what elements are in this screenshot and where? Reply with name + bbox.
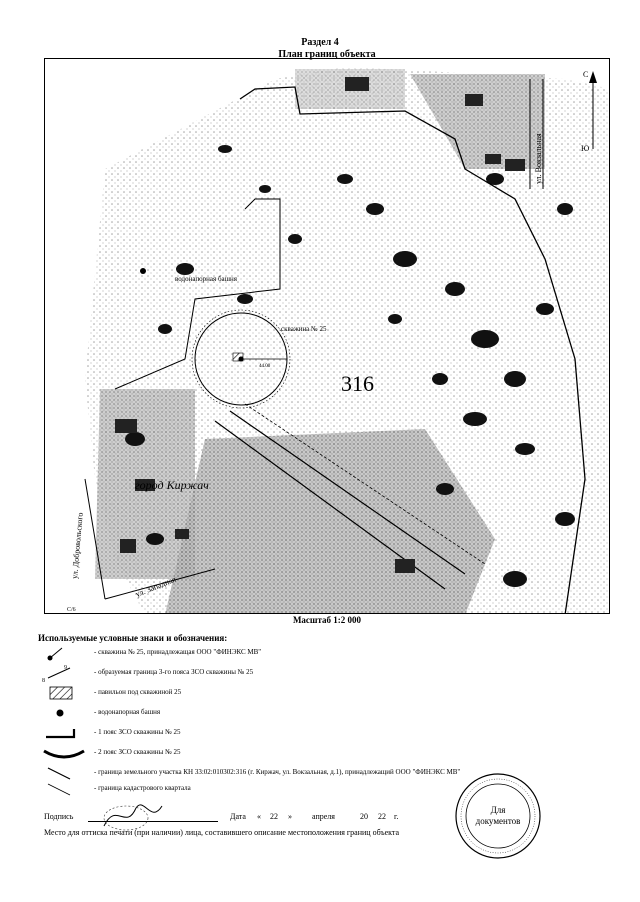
handwritten-signature [103,804,163,831]
north-arrow [589,71,597,149]
stamp-note: Место для оттиска печати (при наличии) л… [44,828,400,837]
radius-label: 44.00 [259,364,271,369]
signature-line [88,821,218,822]
well-icon [47,647,63,661]
svg-text:8: 8 [42,678,45,683]
company-stamp: Для документов [455,773,541,859]
date-day: 22 [270,812,278,821]
pavilion-icon [49,686,73,700]
street-zapadnaya-line [104,568,216,600]
pavilion-symbol [232,352,244,362]
water-tower-label: водонапорная башня [175,275,238,283]
date-month: апреля [312,812,335,821]
street-label-dobrovolskogo: ул. Добровольского [70,512,85,579]
date-year: 22 [378,812,386,821]
svg-text:документов: документов [476,816,521,826]
corner-label: С/6 [67,607,76,613]
svg-text:Для: Для [491,805,506,815]
legend-title: Используемые условные знаки и обозначени… [38,633,228,643]
well-label: скважина № 25 [281,325,327,333]
legend-item-pavilion: - павильон под скважиной 25 [40,683,600,703]
section-title: Раздел 4 [301,37,339,48]
legend-item-land-plot: - граница земельного участка КН 33:02:01… [40,763,600,783]
cadastral-quarter-icon [47,783,71,796]
map-canvas: С Ю 316 город Киржач ул. Вокзальная ул. … [67,67,609,613]
svg-text:9: 9 [64,665,67,671]
vegetation [125,145,575,587]
legend-item-zso1: - 1 пояс ЗСО скважины № 25 [40,723,600,743]
legend-item-zso3-boundary: 9 8 - образуемая граница 3-го пояса ЗСО … [42,665,254,683]
signature-label: Подпись [44,812,74,821]
land-plot-boundary-icon [47,767,71,780]
signature-row: Подпись Дата « 22 » апреля 20 22 г. [44,812,399,822]
buildings [115,77,525,573]
legend-item-cadastral-quarter: - граница кадастрового квартала [40,779,600,799]
water-tower-symbol [140,268,146,274]
water-tower-icon [56,709,64,717]
legend-item-zso2: - 2 пояс ЗСО скважины № 25 [40,743,600,763]
date-label: Дата [230,812,246,821]
legend-item-water-tower: - водонапорная башня [40,703,600,723]
zso1-icon [46,729,76,739]
map-frame: С Ю 316 город Киржач ул. Вокзальная ул. … [44,58,610,614]
plan-title: План границ объекта [278,49,376,60]
street-dobrovolskogo-line [84,478,106,600]
town-label: город Киржач [135,478,209,492]
cadastral-quarter-line [114,198,281,390]
parcel-number: 316 [341,371,374,396]
well-symbol [238,356,244,362]
zso3-boundary-icon: 9 8 [42,665,71,683]
zso2-icon [43,749,85,759]
street-label-vokzalnaya: ул. Вокзальная [534,133,543,184]
land-plot-boundary [239,86,586,613]
compass-south: Ю [581,144,589,153]
compass-north: С [583,70,588,79]
legend-item-well: - скважина № 25, принадлежащая ООО "ФИНЭ… [40,643,600,663]
zso3-circle [191,309,291,409]
aerial-photo-texture [85,67,609,613]
map-scale: Масштаб 1:2 000 [292,615,362,625]
